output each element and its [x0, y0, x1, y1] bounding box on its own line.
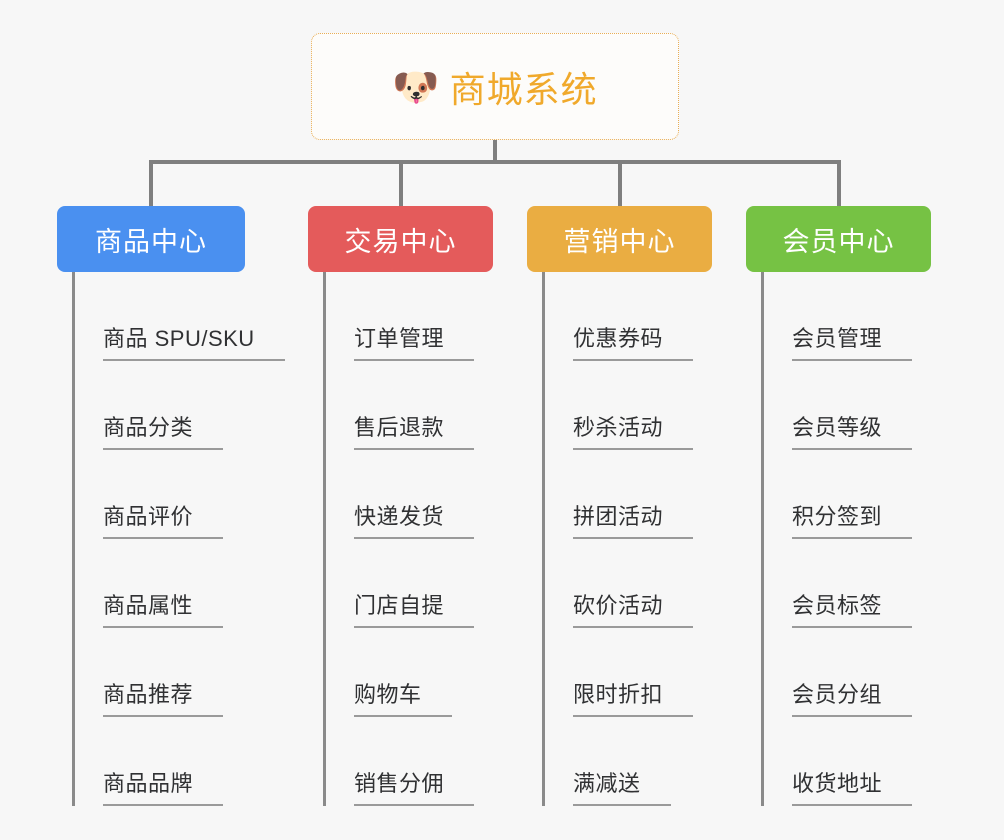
- leaf-item-label: 售后退款: [354, 417, 475, 450]
- connector-spine-product-center: [72, 272, 75, 806]
- root-node-mall-system[interactable]: 🐶 商城系统: [311, 33, 679, 140]
- connector-drop-marketing-center: [617, 160, 622, 208]
- category-header-marketing-center[interactable]: 营销中心: [527, 206, 712, 272]
- leaf-item-label: 会员等级: [792, 417, 913, 450]
- leaf-item[interactable]: 售后退款: [308, 361, 493, 450]
- column-trade-center: 交易中心订单管理售后退款快递发货门店自提购物车销售分佣: [308, 206, 493, 806]
- column-member-center: 会员中心会员管理会员等级积分签到会员标签会员分组收货地址: [746, 206, 931, 806]
- leaf-item[interactable]: 砍价活动: [527, 539, 712, 628]
- category-header-label: 商品中心: [95, 226, 207, 257]
- leaf-item-label: 商品评价: [103, 506, 224, 539]
- leaf-item-label: 商品分类: [103, 417, 224, 450]
- leaf-item[interactable]: 商品推荐: [57, 628, 245, 717]
- connector-spine-member-center: [761, 272, 764, 806]
- category-header-label: 交易中心: [344, 226, 457, 257]
- leaf-item[interactable]: 会员标签: [746, 539, 931, 628]
- column-marketing-center: 营销中心优惠券码秒杀活动拼团活动砍价活动限时折扣满减送: [527, 206, 712, 806]
- leaf-item-label: 快递发货: [354, 506, 475, 539]
- leaf-item-label: 销售分佣: [354, 773, 475, 806]
- leaf-item-label: 商品 SPU/SKU: [103, 328, 285, 361]
- leaf-item-label: 商品品牌: [103, 773, 224, 806]
- connector-root-stem: [493, 140, 497, 164]
- leaf-item-label: 积分签到: [792, 506, 913, 539]
- leaf-item[interactable]: 秒杀活动: [527, 361, 712, 450]
- leaf-item[interactable]: 优惠券码: [527, 272, 712, 361]
- dog-face-icon: 🐶: [392, 66, 440, 109]
- leaf-item[interactable]: 商品分类: [57, 361, 245, 450]
- leaf-item-label: 满减送: [573, 773, 671, 806]
- leaf-item-label: 优惠券码: [573, 328, 694, 361]
- leaf-item[interactable]: 满减送: [527, 717, 712, 806]
- category-header-trade-center[interactable]: 交易中心: [308, 206, 493, 272]
- leaf-item-label: 门店自提: [354, 595, 475, 628]
- leaf-item[interactable]: 拼团活动: [527, 450, 712, 539]
- leaf-item[interactable]: 门店自提: [308, 539, 493, 628]
- column-product-center: 商品中心商品 SPU/SKU 商品分类商品评价商品属性商品推荐商品品牌: [57, 206, 285, 806]
- connector-drop-trade-center: [398, 160, 403, 208]
- leaf-item-label: 订单管理: [354, 328, 475, 361]
- leaf-item[interactable]: 订单管理: [308, 272, 493, 361]
- leaf-item[interactable]: 商品评价: [57, 450, 245, 539]
- leaf-item-label: 商品推荐: [103, 684, 224, 717]
- connector-drop-member-center: [836, 160, 841, 208]
- connector-horizontal-bus: [149, 160, 838, 164]
- leaf-item-label: 购物车: [354, 684, 452, 717]
- leaf-item[interactable]: 会员等级: [746, 361, 931, 450]
- leaf-item[interactable]: 积分签到: [746, 450, 931, 539]
- leaf-list-marketing-center: 优惠券码秒杀活动拼团活动砍价活动限时折扣满减送: [527, 272, 712, 806]
- leaf-item[interactable]: 购物车: [308, 628, 493, 717]
- leaf-item-label: 会员标签: [792, 595, 913, 628]
- leaf-item[interactable]: 限时折扣: [527, 628, 712, 717]
- leaf-item-label: 秒杀活动: [573, 417, 694, 450]
- root-node-title: 商城系统: [449, 68, 598, 110]
- connector-drop-product-center: [149, 160, 153, 208]
- leaf-list-trade-center: 订单管理售后退款快递发货门店自提购物车销售分佣: [308, 272, 493, 806]
- connector-spine-marketing-center: [542, 272, 545, 806]
- leaf-item-label: 收货地址: [792, 773, 913, 806]
- leaf-item-label: 会员分组: [792, 684, 913, 717]
- leaf-item[interactable]: 商品 SPU/SKU: [57, 272, 285, 361]
- leaf-item[interactable]: 会员分组: [746, 628, 931, 717]
- leaf-item-label: 限时折扣: [573, 684, 694, 717]
- category-header-label: 营销中心: [563, 226, 676, 257]
- connector-spine-trade-center: [323, 272, 326, 806]
- leaf-list-member-center: 会员管理会员等级积分签到会员标签会员分组收货地址: [746, 272, 931, 806]
- category-header-member-center[interactable]: 会员中心: [746, 206, 931, 272]
- category-header-label: 会员中心: [782, 226, 895, 257]
- leaf-item-label: 拼团活动: [573, 506, 694, 539]
- leaf-item[interactable]: 快递发货: [308, 450, 493, 539]
- leaf-item-label: 会员管理: [792, 328, 913, 361]
- leaf-item[interactable]: 商品属性: [57, 539, 245, 628]
- leaf-list-product-center: 商品 SPU/SKU 商品分类商品评价商品属性商品推荐商品品牌: [57, 272, 285, 806]
- category-header-product-center[interactable]: 商品中心: [57, 206, 245, 272]
- leaf-item-label: 商品属性: [103, 595, 224, 628]
- leaf-item[interactable]: 商品品牌: [57, 717, 245, 806]
- leaf-item[interactable]: 会员管理: [746, 272, 931, 361]
- leaf-item[interactable]: 收货地址: [746, 717, 931, 806]
- leaf-item-label: 砍价活动: [573, 595, 694, 628]
- leaf-item[interactable]: 销售分佣: [308, 717, 493, 806]
